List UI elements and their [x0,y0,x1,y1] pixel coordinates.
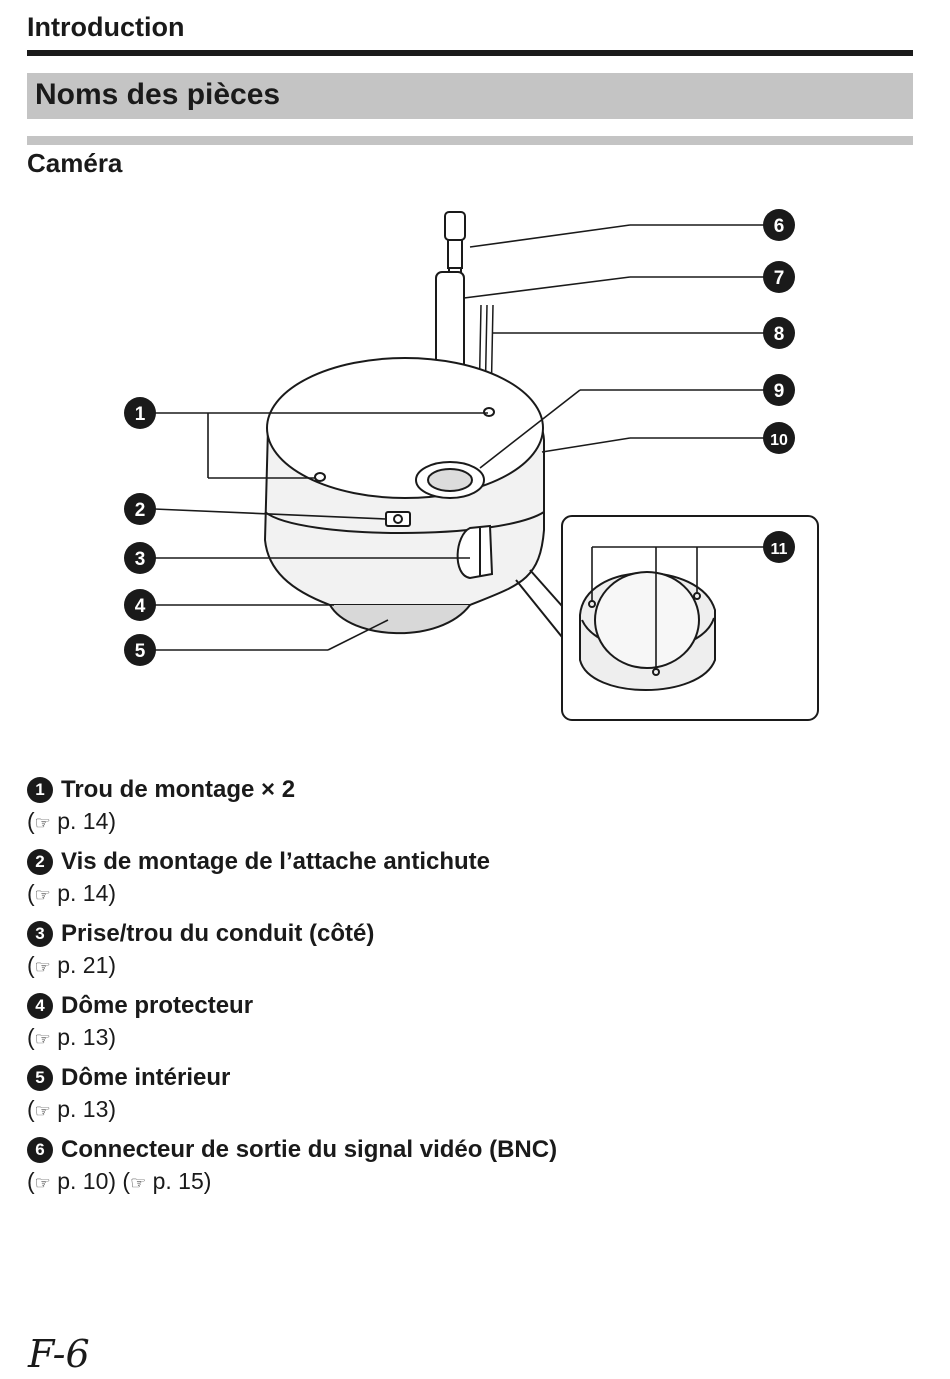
page-reference-link[interactable]: p. 14 [57,880,109,906]
callout-4: 4 [124,589,156,621]
callout-11: 11 [763,531,795,563]
bnc-connector-shape [444,211,466,241]
page-reference-link[interactable]: p. 13 [57,1096,109,1122]
pointing-hand-icon: ☞ [34,1173,51,1193]
part-name: Vis de montage de l’attache antichute [61,848,490,875]
callout-9: 9 [763,374,795,406]
camera-subtitle: Caméra [27,148,123,178]
callout-7: 7 [763,261,795,293]
part-number-badge: 2 [27,849,53,875]
svg-text:8: 8 [774,324,785,345]
part-name: Prise/trou du conduit (côté) [61,920,375,947]
page-reference-link[interactable]: p. 13 [57,1024,109,1050]
camera-diagram: 1 2 3 4 5 6 7 8 9 10 11 [124,209,819,721]
part-name: Dôme protecteur [61,992,254,1019]
svg-text:7: 7 [774,268,785,289]
pointing-hand-icon: ☞ [34,885,51,905]
svg-text:3: 3 [135,549,146,570]
page-reference-link[interactable]: p. 15 [152,1168,204,1194]
part-number-badge: 1 [27,777,53,803]
svg-text:1: 1 [135,404,146,425]
part-name: Dôme intérieur [61,1064,231,1091]
page-reference-link[interactable]: p. 21 [57,952,109,978]
callout-2: 2 [124,493,156,525]
part-name: Trou de montage × 2 [61,776,296,803]
svg-text:6: 6 [774,216,785,237]
svg-text:2: 2 [135,500,146,521]
callout-5: 5 [124,634,156,666]
part-number-badge: 5 [27,1065,53,1091]
pointing-hand-icon: ☞ [130,1173,147,1193]
callout-1: 1 [124,397,156,429]
page-reference-link[interactable]: p. 10 [57,1168,109,1194]
title-band: Noms des pièces [27,73,913,119]
svg-text:11: 11 [771,541,788,558]
section-divider [27,136,913,145]
callout-10: 10 [763,422,795,454]
pointing-hand-icon: ☞ [34,1029,51,1049]
svg-text:9: 9 [774,381,785,402]
page-title: Noms des pièces [35,78,281,111]
svg-text:5: 5 [135,641,146,662]
part-name: Connecteur de sortie du signal vidéo (BN… [61,1136,558,1163]
header-rule [27,50,913,56]
part-number-badge: 6 [27,1137,53,1163]
svg-text:10: 10 [770,432,788,449]
pointing-hand-icon: ☞ [34,1101,51,1121]
pointing-hand-icon: ☞ [34,813,51,833]
callout-8: 8 [763,317,795,349]
page-reference-link[interactable]: p. 14 [57,808,109,834]
part-number-badge: 3 [27,921,53,947]
section-label: Introduction [27,12,185,42]
pointing-hand-icon: ☞ [34,957,51,977]
part-item-6: 6 Connecteur de sortie du signal vidéo (B… [27,1136,558,1194]
page-number: F-6 [28,1332,90,1376]
callout-3: 3 [124,542,156,574]
callout-6: 6 [763,209,795,241]
part-number-badge: 4 [27,993,53,1019]
svg-text:4: 4 [135,596,146,617]
